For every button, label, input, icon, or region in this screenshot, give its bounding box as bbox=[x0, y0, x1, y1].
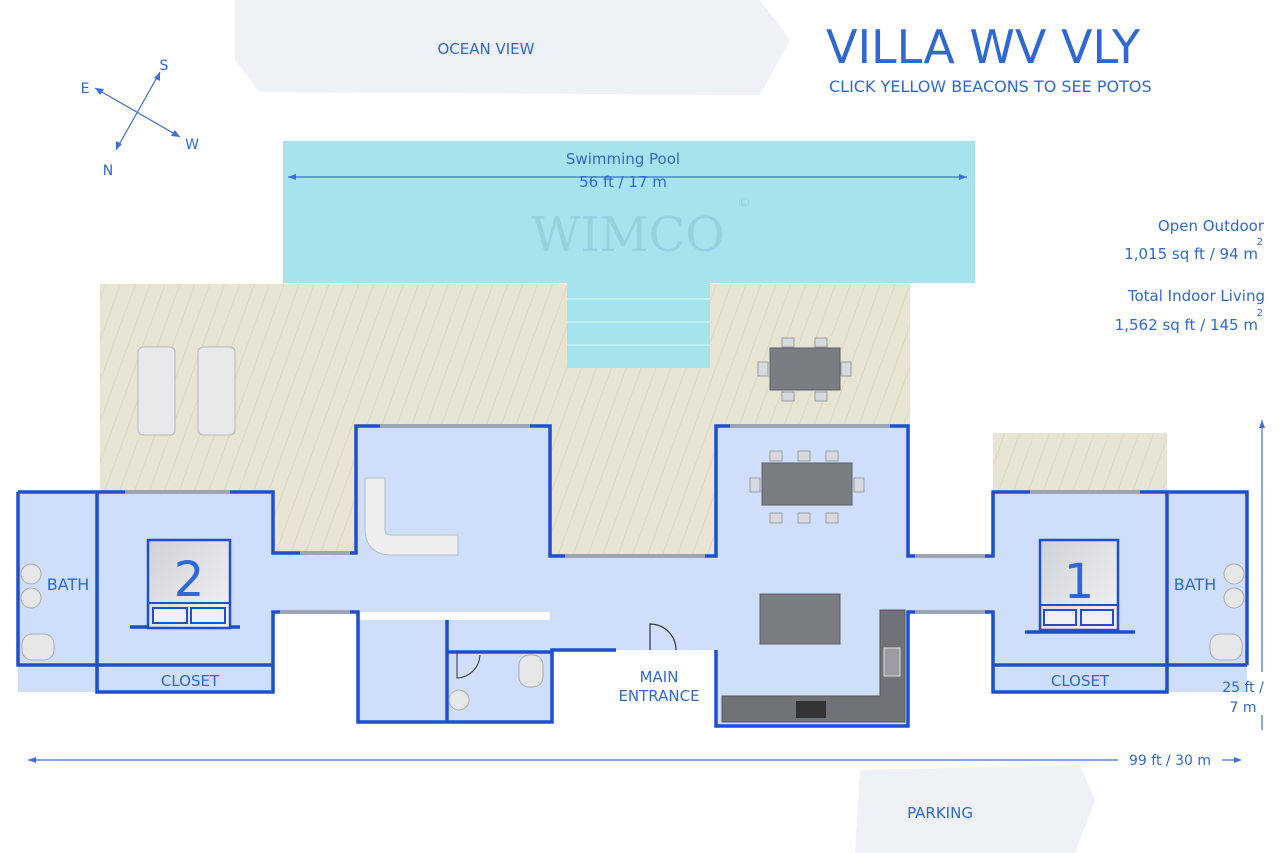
swimming-pool[interactable]: WIMCO © Swimming Pool 56 ft / 17 m bbox=[283, 141, 975, 368]
sink-icon bbox=[20, 563, 42, 585]
bed-1[interactable]: 1 bbox=[1038, 538, 1120, 632]
toilet-icon bbox=[1209, 633, 1243, 661]
sink-icon bbox=[883, 647, 901, 677]
wimco-watermark: WIMCO bbox=[531, 207, 725, 263]
indoor-living-sup: 2 bbox=[1257, 308, 1263, 319]
pool-name: Swimming Pool bbox=[566, 150, 680, 168]
bath-left-label: BATH bbox=[47, 575, 89, 594]
open-outdoor-label: Open Outdoor bbox=[1158, 217, 1265, 235]
indoor-living-value: 1,562 sq ft / 145 m bbox=[1115, 316, 1258, 334]
depth-dimension-2: 7 m bbox=[1230, 700, 1257, 716]
bed-2[interactable]: 2 bbox=[146, 538, 232, 630]
closet-right-label: CLOSET bbox=[1051, 672, 1110, 690]
sun-lounger bbox=[137, 346, 176, 436]
pool-size: 56 ft / 17 m bbox=[579, 173, 667, 191]
width-dimension: 99 ft / 30 m bbox=[1129, 753, 1211, 769]
kitchen-island bbox=[759, 593, 841, 645]
parking-brush bbox=[855, 765, 1095, 853]
compass-south: S bbox=[160, 58, 169, 74]
sink-icon bbox=[1223, 563, 1245, 585]
bath-right-label: BATH bbox=[1174, 575, 1216, 594]
walls bbox=[16, 424, 1249, 728]
ocean-view-brush bbox=[235, 0, 790, 95]
page-title: VILLA WV VLY bbox=[826, 20, 1141, 74]
indoor-living-label: Total Indoor Living bbox=[1127, 287, 1265, 305]
toilet-icon bbox=[518, 654, 544, 688]
open-outdoor-sup: 2 bbox=[1257, 237, 1263, 248]
stove-icon bbox=[796, 701, 826, 718]
compass-north: N bbox=[103, 163, 113, 179]
watermark-copyright: © bbox=[737, 195, 751, 211]
wc-door-icon bbox=[456, 652, 481, 679]
sink-icon bbox=[448, 689, 470, 711]
open-outdoor-value: 1,015 sq ft / 94 m bbox=[1124, 245, 1258, 263]
side-deck bbox=[993, 433, 1167, 495]
dining-table bbox=[749, 450, 865, 524]
toilet-icon bbox=[21, 633, 55, 661]
compass-icon: E S W N bbox=[81, 58, 200, 179]
bedroom-1-number: 1 bbox=[1064, 554, 1095, 610]
outdoor-dining-table bbox=[757, 337, 852, 402]
bedroom-2-number: 2 bbox=[174, 552, 205, 608]
compass-west: W bbox=[185, 137, 199, 153]
parking-label: PARKING bbox=[907, 804, 973, 822]
rooms bbox=[18, 426, 1247, 726]
main-entrance-label-1: MAIN bbox=[640, 668, 679, 686]
sun-lounger bbox=[197, 346, 236, 436]
sink-icon bbox=[20, 587, 42, 609]
depth-dimension-1: 25 ft / bbox=[1222, 680, 1264, 696]
page-subtitle: CLICK YELLOW BEACONS TO SEE POTOS bbox=[829, 77, 1152, 96]
closet-left-label: CLOSET bbox=[161, 672, 220, 690]
ocean-view-label: OCEAN VIEW bbox=[437, 40, 534, 58]
entrance-door-icon bbox=[649, 623, 677, 651]
sink-icon bbox=[1223, 587, 1245, 609]
kitchen-counter bbox=[721, 609, 906, 723]
main-entrance-label-2: ENTRANCE bbox=[618, 687, 699, 705]
sofa bbox=[364, 477, 459, 556]
compass-east: E bbox=[81, 81, 90, 97]
